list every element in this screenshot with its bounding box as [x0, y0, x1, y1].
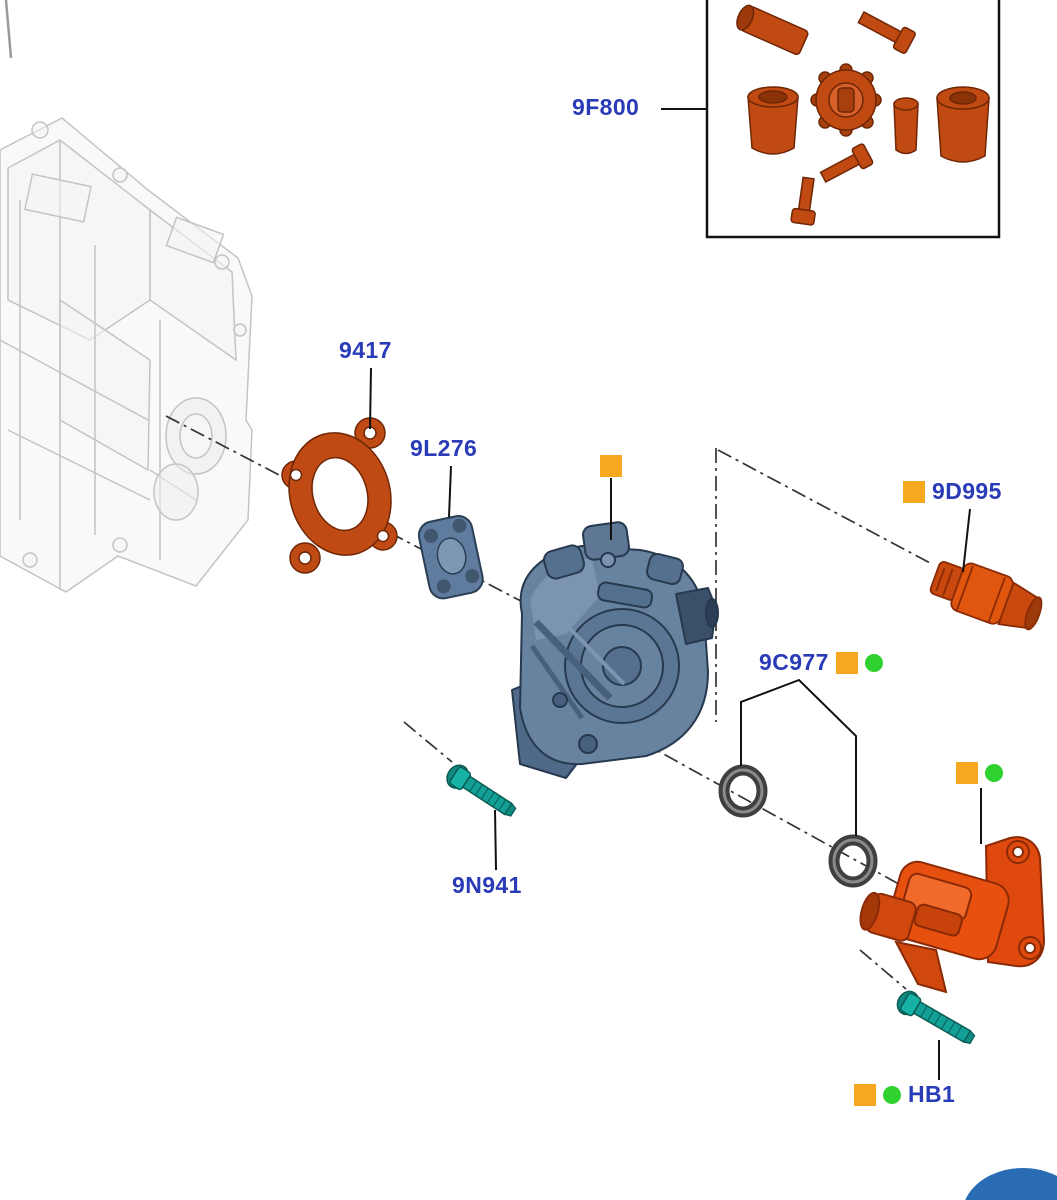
callout-seals[interactable]: 9C977 [759, 651, 883, 674]
kit-bolt-vertical-icon [790, 176, 816, 226]
kit-bolt-angled-icon [819, 143, 874, 184]
callout-bolt-rear[interactable]: HB1 [854, 1083, 955, 1106]
fuel-pump-assembly [511, 521, 719, 779]
part-number-9417[interactable]: 9417 [339, 337, 392, 363]
kit-small-cylinder-icon [893, 97, 919, 155]
engine-block-ghost [0, 0, 253, 593]
o-ring-front [718, 764, 768, 818]
bolt-rear-part [896, 990, 976, 1045]
orange-square-marker-icon [600, 455, 622, 477]
bolt-front-part [446, 764, 517, 817]
kit-knurled-cap-icon [810, 63, 882, 137]
parts-kit-box [705, 0, 1001, 239]
green-dot-marker-icon [864, 653, 883, 672]
callout-sensor[interactable]: 9D995 [903, 480, 1002, 503]
part-number-9f800[interactable]: 9F800 [572, 94, 640, 120]
callout-pump-marker [600, 455, 622, 477]
part-number-9d995[interactable]: 9D995 [932, 478, 1002, 504]
kit-plug-left-icon [747, 86, 799, 155]
o-ring-rear [828, 834, 878, 888]
orange-square-marker-icon [956, 762, 978, 784]
sensor-part [929, 561, 1043, 631]
orange-square-marker-icon [835, 651, 858, 674]
spacer-part [417, 515, 484, 600]
kit-bolt-small-icon [857, 11, 916, 54]
kit-plug-right-icon [936, 86, 990, 163]
callout-spacer[interactable]: 9L276 [410, 437, 477, 460]
green-dot-marker-icon [985, 764, 1003, 782]
green-dot-marker-icon [883, 1085, 901, 1104]
callout-leader-lines [369, 108, 982, 1080]
gasket-part [281, 417, 398, 574]
callout-gasket[interactable]: 9417 [339, 339, 392, 362]
orange-square-marker-icon [903, 480, 925, 503]
callout-kit[interactable]: 9F800 [572, 96, 639, 119]
part-number-9l276[interactable]: 9L276 [410, 435, 478, 461]
kit-tube-icon [736, 4, 809, 56]
orange-square-marker-icon [854, 1083, 876, 1106]
part-number-9n941[interactable]: 9N941 [452, 872, 522, 898]
aux-pump-part [859, 836, 1046, 994]
callout-bolt-front[interactable]: 9N941 [452, 874, 522, 897]
part-number-hb1[interactable]: HB1 [908, 1081, 956, 1107]
part-number-9c977[interactable]: 9C977 [759, 649, 829, 675]
callout-aux-pump-marker [956, 762, 1003, 784]
